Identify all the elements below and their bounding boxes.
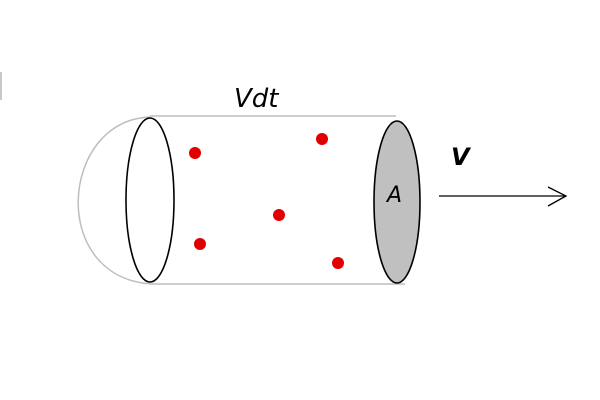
velocity-arrow-head: [547, 186, 568, 207]
particle: [332, 257, 344, 269]
back-hemisphere: [77, 116, 153, 285]
particle: [316, 133, 328, 145]
particle: [273, 209, 285, 221]
edge-mark: [0, 72, 2, 100]
velocity-label: V: [451, 143, 470, 171]
particle: [194, 238, 206, 250]
area-label: A: [387, 183, 403, 208]
length-label: Vdt: [234, 84, 279, 114]
back-ellipse: [125, 117, 175, 283]
particle: [189, 147, 201, 159]
area-cross-section: [373, 120, 421, 284]
